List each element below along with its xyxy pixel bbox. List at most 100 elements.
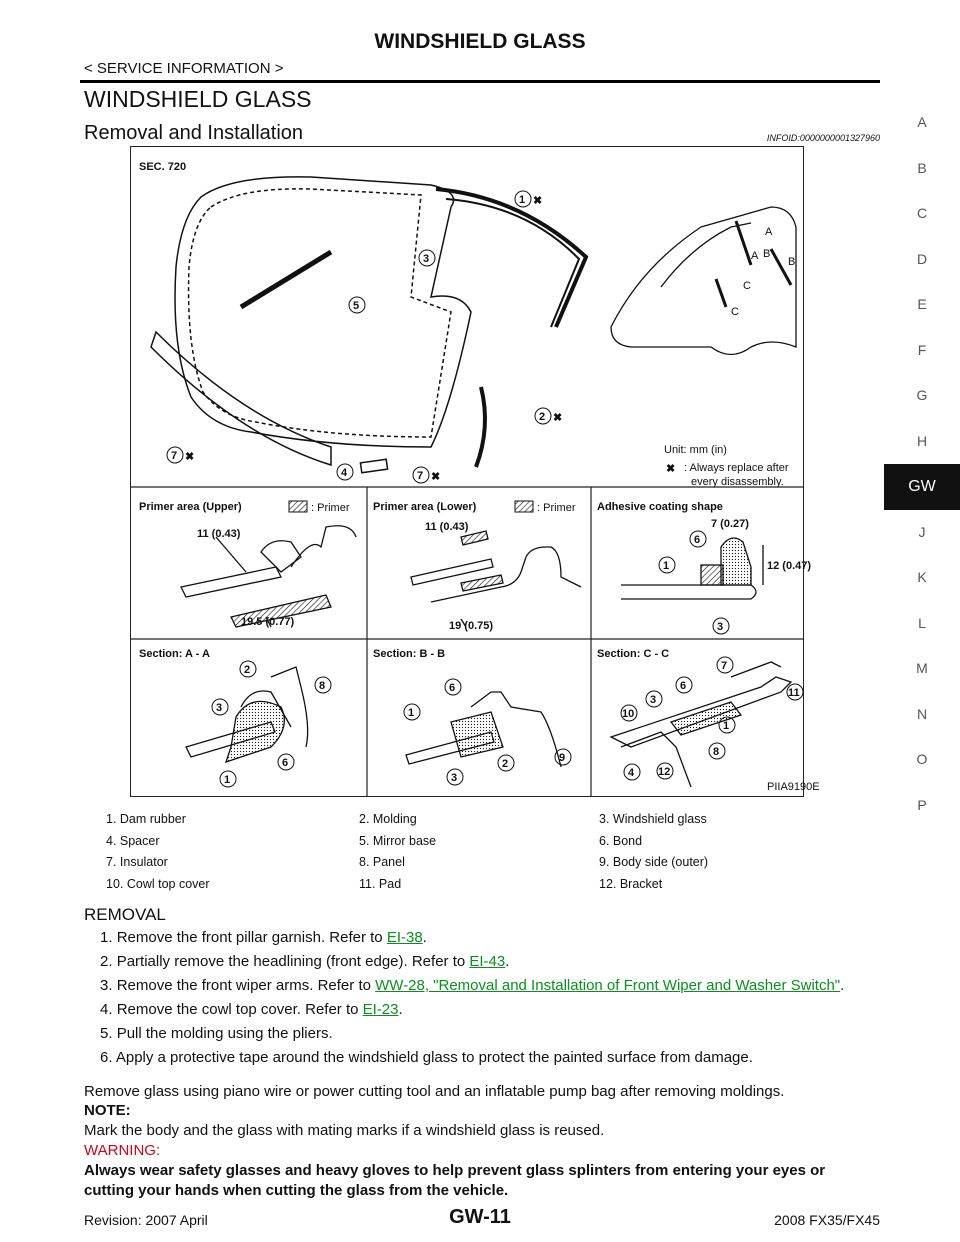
replace-note-line1: : Always replace after (684, 462, 789, 474)
removal-step: 6. Apply a protective tape around the wi… (100, 1048, 880, 1068)
removal-step: 3. Remove the front wiper arms. Refer to… (100, 976, 880, 996)
callout-cc-6: 6 (675, 676, 693, 694)
unit-label: Unit: mm (in) (664, 444, 727, 456)
svg-text:1: 1 (723, 720, 729, 732)
svg-text:6: 6 (282, 757, 288, 769)
svg-text:5: 5 (353, 300, 359, 312)
svg-text:9: 9 (559, 752, 565, 764)
section-tab-gw[interactable]: GW (884, 464, 960, 510)
panel-title-primer-upper: Primer area (Upper) (139, 501, 242, 513)
callout-cc-1: 1 (718, 716, 736, 734)
svg-text:3: 3 (423, 253, 429, 265)
footer-revision: Revision: 2007 April (84, 1212, 208, 1228)
primer-upper-drawing (180, 525, 357, 628)
callout-bb-9: 9 (554, 748, 572, 766)
callout-bb-3: 3 (446, 768, 464, 786)
svg-text:1: 1 (663, 560, 669, 572)
removal-step: 4. Remove the cowl top cover. Refer to E… (100, 1000, 880, 1020)
step-number: 2. (100, 953, 117, 970)
step-reference-link[interactable]: EI-23 (362, 1001, 399, 1018)
step-text: Remove the front wiper arms. Refer to (116, 977, 376, 994)
svg-text:7: 7 (721, 660, 727, 672)
step-reference-link[interactable]: WW-28, "Removal and Installation of Fron… (375, 977, 841, 994)
section-tab-c[interactable]: C (916, 205, 928, 221)
svg-text:1: 1 (408, 707, 414, 719)
callout-aa-3: 3 (211, 698, 229, 716)
section-letter-a1: A (765, 226, 773, 238)
removal-paragraph: Remove glass using piano wire or power c… (84, 1083, 785, 1100)
warning-text: Always wear safety glasses and heavy glo… (84, 1162, 826, 1199)
panel-title-section-bb: Section: B - B (373, 648, 445, 660)
section-tab-l[interactable]: L (918, 614, 926, 631)
callout-7b: 7✖ (412, 466, 440, 484)
svg-text:✖: ✖ (533, 195, 542, 207)
step-text: Apply a protective tape around the winds… (115, 1049, 753, 1066)
step-reference-link[interactable]: EI-43 (469, 953, 506, 970)
section-tab-k[interactable]: K (917, 569, 927, 585)
section-letter-b1: B (763, 248, 770, 260)
legend-item: 12. Bracket (599, 876, 663, 891)
legend-item: 10. Cowl top cover (106, 876, 210, 891)
sec-label: SEC. 720 (139, 161, 186, 173)
footer-model: 2008 FX35/FX45 (774, 1212, 880, 1228)
legend-item: 9. Body side (outer) (599, 855, 709, 869)
section-tab-b[interactable]: B (917, 159, 927, 176)
page-header-title: WINDSHIELD GLASS (374, 30, 586, 53)
section-tab-m[interactable]: M (916, 660, 928, 676)
callout-aa-6: 6 (277, 753, 295, 771)
section-tab-f[interactable]: F (917, 341, 927, 358)
windshield-diagram: SEC. 720 1✖ 2✖ 3 4 5 7✖ 7✖ A A (130, 146, 820, 797)
callout-1: 1✖ (514, 190, 542, 208)
svg-text:6: 6 (449, 682, 455, 694)
svg-text:12: 12 (658, 766, 670, 778)
section-letter-c1: C (743, 280, 751, 292)
section-tab-g[interactable]: G (916, 387, 928, 403)
svg-text:3: 3 (717, 621, 723, 633)
section-letter-b2: B (788, 256, 795, 268)
callout-cc-3: 3 (645, 690, 663, 708)
svg-text:11: 11 (788, 687, 800, 699)
step-reference-link[interactable]: EI-38 (386, 929, 423, 946)
panel-title-adhesive: Adhesive coating shape (597, 501, 723, 513)
section-tab-e[interactable]: E (917, 296, 927, 312)
svg-text:2: 2 (502, 758, 508, 770)
callout-3: 3 (418, 249, 436, 267)
svg-text:1: 1 (224, 774, 230, 786)
svg-text:2: 2 (244, 664, 250, 676)
section-index-tabs: A B C D E F G H GW J K L M N O P (884, 100, 960, 828)
svg-text:2: 2 (539, 411, 545, 423)
page-header-subtitle: < SERVICE INFORMATION > (84, 60, 284, 77)
legend-item: 3. Windshield glass (599, 812, 707, 826)
section-tab-p[interactable]: P (917, 796, 927, 813)
vehicle-drawing (610, 206, 797, 356)
svg-text:3: 3 (216, 702, 222, 714)
section-tab-a[interactable]: A (917, 114, 927, 130)
callout-aa-2: 2 (239, 660, 257, 678)
section-subtitle: Removal and Installation (84, 122, 304, 144)
primer-lower-drawing (410, 530, 582, 628)
panel-title-primer-lower: Primer area (Lower) (373, 501, 477, 513)
legend-item: 5. Mirror base (359, 833, 437, 848)
removal-steps: 1. Remove the front pillar garnish. Refe… (100, 928, 880, 1072)
section-tab-h[interactable]: H (916, 432, 928, 449)
dim-upper-b: 19.5 (0.77) (241, 616, 295, 628)
removal-heading: REMOVAL (84, 905, 166, 924)
section-cc-drawing (609, 661, 793, 788)
section-tab-n[interactable]: N (916, 705, 928, 722)
step-text: Partially remove the headlining (front e… (116, 953, 470, 970)
legend-item: 2. Molding (359, 812, 417, 826)
section-tab-d[interactable]: D (916, 250, 928, 267)
step-number: 5. (100, 1025, 117, 1042)
svg-text:✖: ✖ (553, 412, 562, 424)
svg-text:7: 7 (171, 450, 177, 462)
callout-adh-3: 3 (712, 617, 730, 635)
callout-cc-8: 8 (708, 742, 726, 760)
footer-page-number: GW-11 (449, 1206, 511, 1228)
section-tab-o[interactable]: O (916, 751, 928, 767)
callout-cc-11: 11 (786, 683, 804, 701)
svg-text:10: 10 (622, 708, 634, 720)
svg-text:4: 4 (341, 467, 348, 479)
svg-text:8: 8 (713, 746, 719, 758)
section-tab-j[interactable]: J (918, 523, 926, 540)
